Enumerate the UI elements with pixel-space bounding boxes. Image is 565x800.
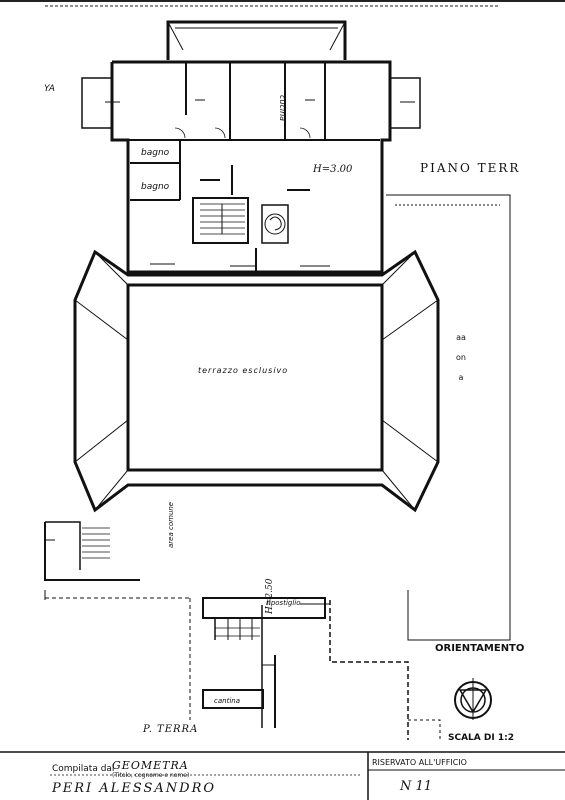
compilata-label: Compilata dal [52,764,115,774]
floor-title: PIANO TERR [420,161,521,175]
riservato-label: RISERVATO ALL'UFFICIO [372,758,467,767]
upper-apartment-walls [81,20,421,274]
compilata-value: GEOMETRA [112,759,189,772]
room-label-bagno-upper: bagno [141,148,170,158]
compiler-name: PERI ALESSANDRO [52,781,217,796]
footer-frame [0,751,565,800]
edge-label-left: YA [44,84,55,94]
office-number: N 11 [400,779,433,794]
room-label-ripostiglio: ripostiglio [266,599,301,607]
ceiling-height-lower: H=2.50 [265,578,275,614]
orientation-symbol [454,678,492,720]
room-label-bagno-lower: bagno [141,182,170,192]
orientation-label: ORIENTAMENTO [435,643,525,654]
scale-label: SCALA DI 1:2 [448,733,514,743]
lower-courtyard [44,521,441,740]
area-comune-label: area comune [167,501,175,548]
room-label-cucina: cucina [278,95,287,122]
site-boundary [386,194,511,641]
room-label-cantina: cantina [214,697,240,705]
top-edge-scan-text [0,0,565,7]
vertical-label-right: aa ona [456,333,466,382]
ceiling-height-upper: H=3.00 [313,164,353,175]
ground-floor-label: P. TERRA [143,724,199,735]
titolo-hint: (Titolo, cognome e nome) [112,772,190,779]
terrace-outline [73,249,440,513]
terrace-label: terrazzo esclusivo [198,366,289,375]
